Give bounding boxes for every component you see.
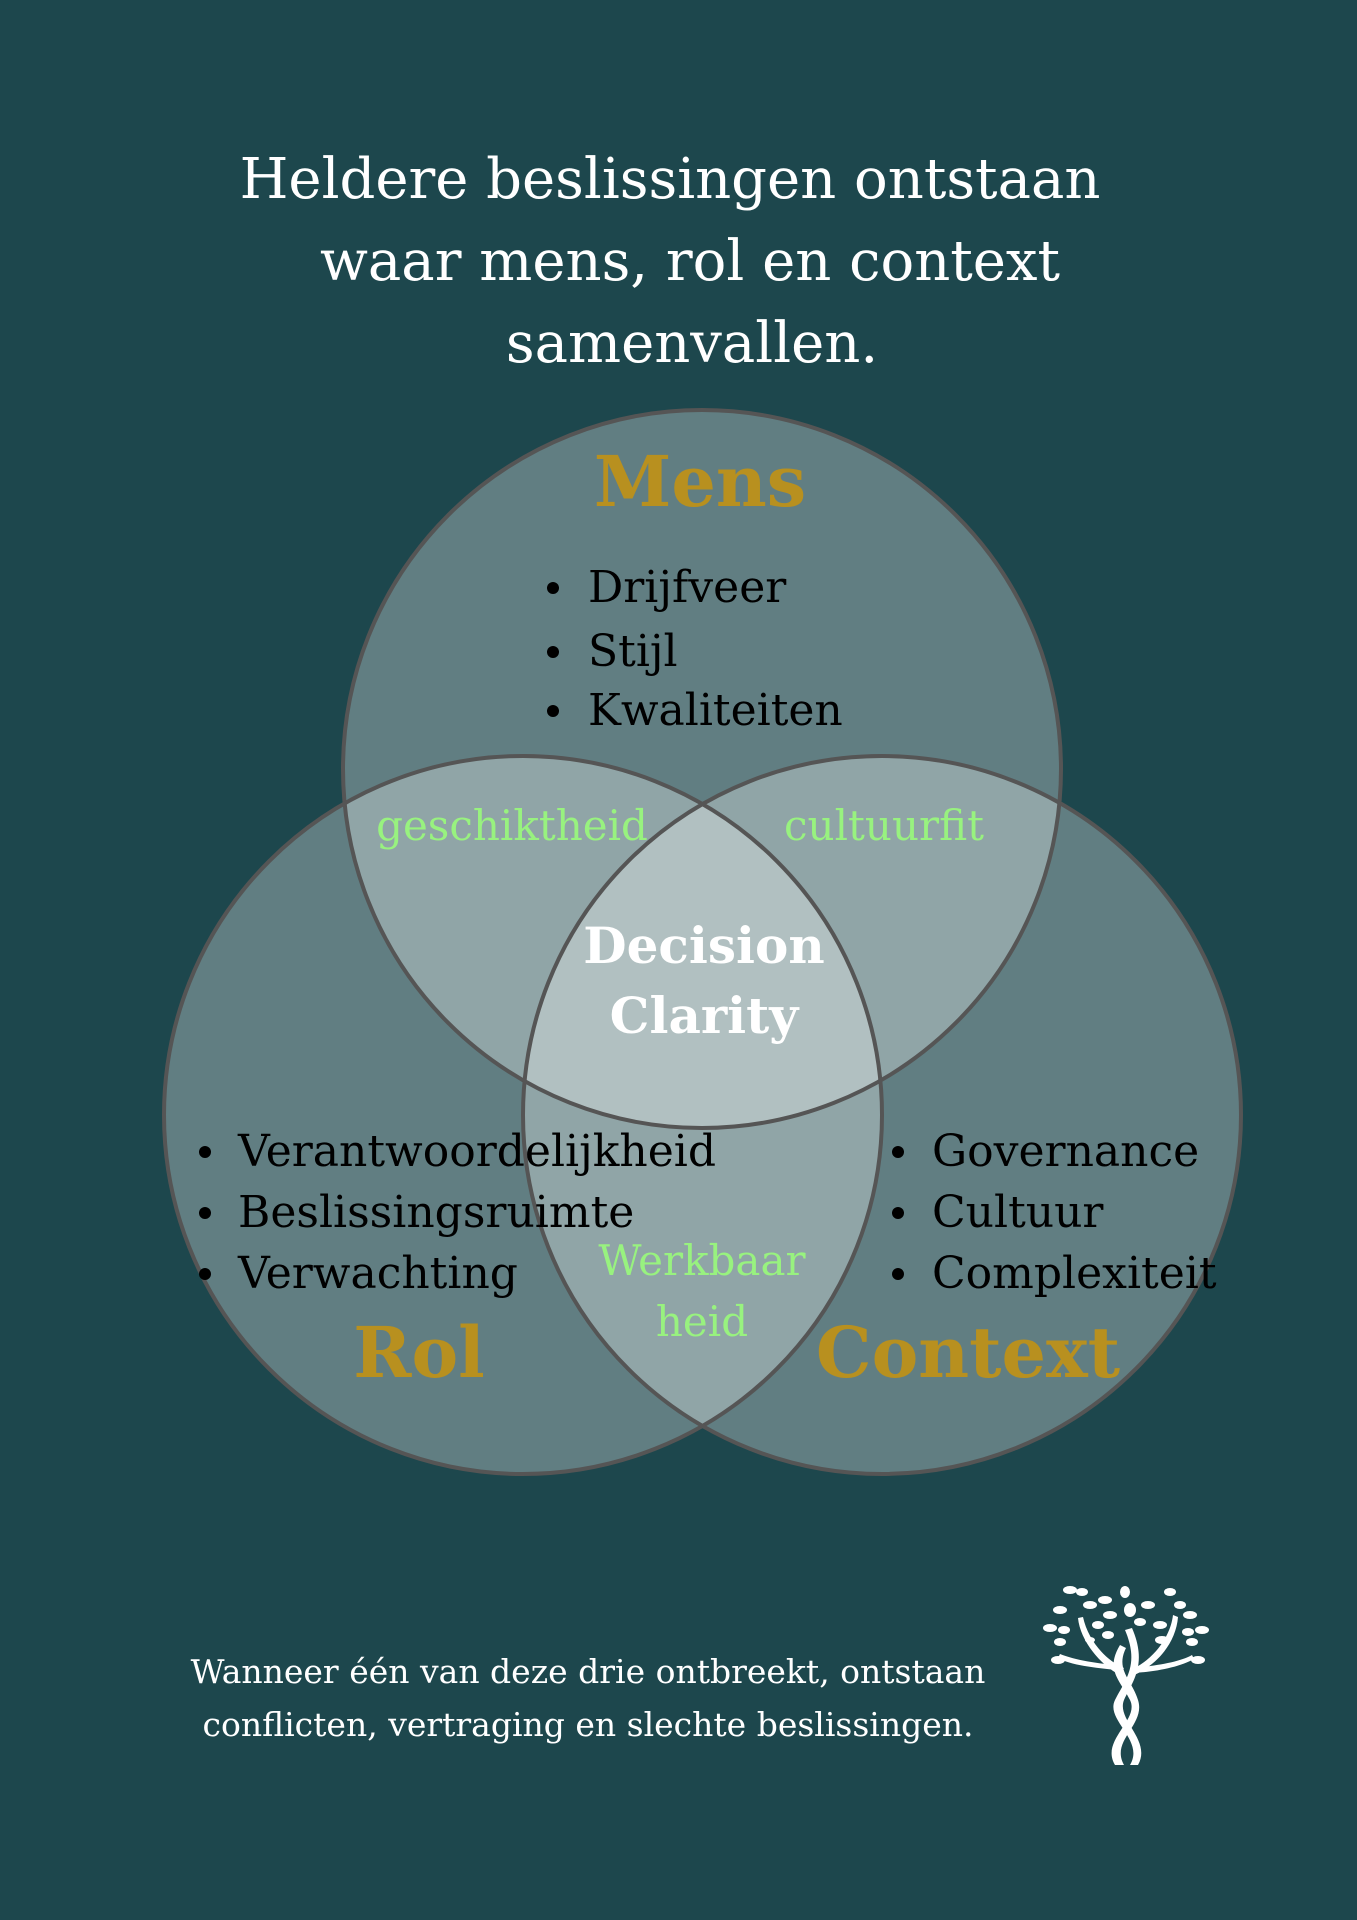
- mens-item: Kwaliteiten: [588, 685, 843, 736]
- context-item: Governance: [932, 1126, 1199, 1177]
- context-item: Cultuur: [932, 1187, 1104, 1238]
- bullet: [199, 1268, 211, 1280]
- mens-list: Drijfveer Stijl Kwaliteiten: [547, 562, 843, 736]
- title-line-1: Heldere beslissingen ontstaan: [240, 147, 1101, 212]
- overlap-rol-context-line-1: Werkbaar: [598, 1236, 806, 1285]
- center-label-line-2: Clarity: [610, 986, 801, 1045]
- overlap-mens-rol: geschiktheid: [376, 801, 648, 850]
- title-line-2: waar mens, rol en context: [320, 229, 1061, 294]
- center-label-line-1: Decision: [583, 916, 824, 975]
- mens-item: Drijfveer: [588, 562, 787, 613]
- rol-item: Verwachting: [237, 1248, 518, 1299]
- circle-mens-outline: [341, 408, 1063, 1130]
- circle-mens: [343, 410, 1061, 1128]
- venn-circles: [162, 408, 1243, 1476]
- tree-dna-icon: [1043, 1586, 1209, 1765]
- title-line-3: samenvallen.: [506, 311, 878, 376]
- context-list: Governance Cultuur Complexiteit: [892, 1126, 1217, 1299]
- bullet: [199, 1207, 211, 1219]
- overlap-rol-context-line-2: heid: [656, 1297, 748, 1346]
- footer-line-1: Wanneer één van deze drie ontbreekt, ont…: [191, 1652, 986, 1691]
- bullet: [547, 582, 559, 594]
- bullet: [892, 1146, 904, 1158]
- context-item: Complexiteit: [932, 1248, 1217, 1299]
- rol-item: Verantwoordelijkheid: [237, 1126, 716, 1177]
- rol-item: Beslissingsruimte: [238, 1187, 634, 1238]
- circle-context-outline: [521, 754, 1243, 1476]
- bullet: [547, 646, 559, 658]
- mens-item: Stijl: [588, 626, 678, 677]
- footer-line-2: conflicten, vertraging en slechte beslis…: [203, 1705, 974, 1744]
- rol-list: Verantwoordelijkheid Beslissingsruimte V…: [199, 1126, 716, 1299]
- rol-heading: Rol: [353, 1311, 484, 1394]
- circle-rol-outline: [162, 754, 884, 1476]
- overlap-mens-context: cultuurfit: [784, 801, 984, 850]
- context-heading: Context: [816, 1311, 1120, 1394]
- page-title: Heldere beslissingen ontstaan waar mens,…: [240, 147, 1101, 376]
- bullet: [892, 1268, 904, 1280]
- bullet: [199, 1146, 211, 1158]
- bullet: [547, 705, 559, 717]
- mens-heading: Mens: [594, 440, 806, 523]
- bullet: [892, 1207, 904, 1219]
